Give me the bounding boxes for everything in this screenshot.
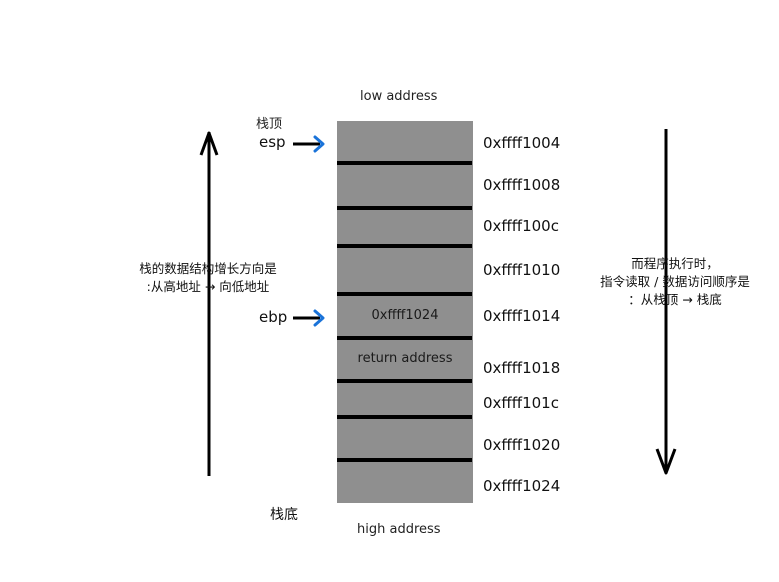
address-label: 0xffff1020 xyxy=(483,436,561,454)
cell-separator xyxy=(337,336,472,340)
stack-top-label: 栈顶 xyxy=(256,117,283,132)
address-label: 0xffff101c xyxy=(483,394,559,412)
low-address-label: low address xyxy=(360,89,438,104)
access-order-down-arrow-icon xyxy=(655,129,677,475)
growth-direction-note: 栈的数据结构增长方向是 :从高地址 → 向低地址 xyxy=(133,260,283,296)
ebp-register-label: ebp xyxy=(259,308,288,326)
cell-separator xyxy=(337,379,472,383)
ebp-pointer-arrow-icon xyxy=(293,309,325,327)
cell-separator xyxy=(337,161,472,165)
cell-separator xyxy=(337,458,472,462)
growth-direction-up-arrow-icon xyxy=(199,131,219,476)
cell-separator xyxy=(337,292,472,296)
cell-separator xyxy=(337,206,472,210)
access-note-line2: 指令读取 / 数据访问顺序是 xyxy=(600,274,750,289)
esp-pointer-arrow-icon xyxy=(293,135,325,153)
access-order-note: 而程序执行时， 指令读取 / 数据访问顺序是 ：从栈顶 → 栈底 xyxy=(590,255,760,309)
address-label: 0xffff1018 xyxy=(483,359,561,377)
address-label: 0xffff1008 xyxy=(483,176,561,194)
high-address-label: high address xyxy=(357,522,441,537)
growth-note-line1: 栈的数据结构增长方向是 xyxy=(139,261,277,276)
address-label: 0xffff100c xyxy=(483,217,559,235)
stack-bottom-label: 栈底 xyxy=(270,507,298,523)
access-note-line3: ：从栈顶 → 栈底 xyxy=(628,292,722,307)
address-label: 0xffff1014 xyxy=(483,307,561,325)
access-note-line1: 而程序执行时， xyxy=(631,256,719,271)
cell-separator xyxy=(337,415,472,419)
return-address-cell: return address xyxy=(357,351,453,366)
saved-ebp-value: 0xffff1024 xyxy=(371,308,439,323)
address-label: 0xffff1024 xyxy=(483,477,561,495)
address-label: 0xffff1010 xyxy=(483,261,561,279)
esp-register-label: esp xyxy=(259,133,286,151)
stack-frame-box xyxy=(337,121,473,503)
cell-separator xyxy=(337,244,472,248)
address-label: 0xffff1004 xyxy=(483,134,561,152)
growth-note-line2: :从高地址 → 向低地址 xyxy=(146,279,270,294)
